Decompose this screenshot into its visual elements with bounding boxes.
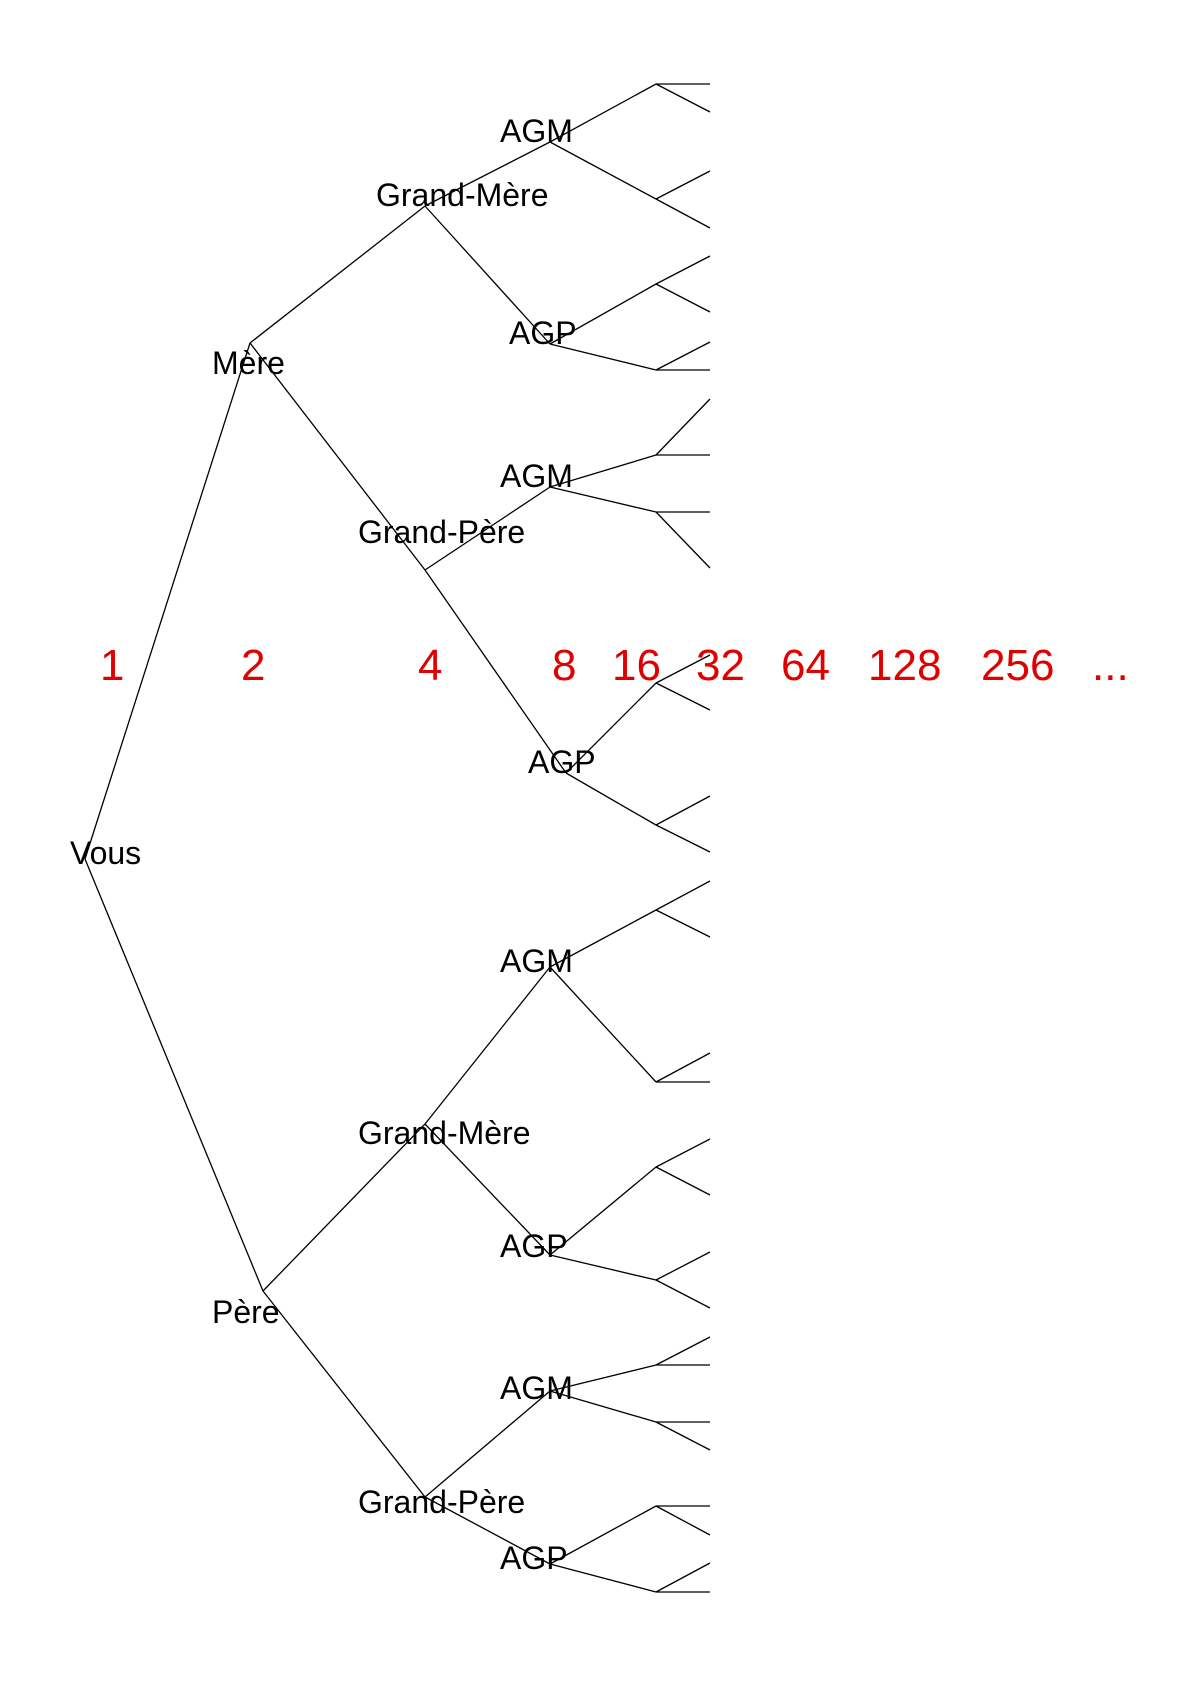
generation-count: 32: [696, 641, 745, 690]
tree-edge: [424, 569, 567, 774]
generation-count: 1: [100, 641, 124, 690]
tree-edge: [549, 966, 657, 1083]
node-great-grandparent: AGP: [509, 315, 577, 351]
generation-count: 128: [868, 641, 941, 690]
tree-edge: [655, 909, 711, 938]
tree-edge: [84, 342, 251, 860]
generation-count: 16: [612, 641, 661, 690]
node-maternal-grandmother: Grand-Mère: [376, 177, 549, 213]
tree-edge: [655, 682, 711, 711]
tree-edge: [549, 1254, 657, 1281]
generation-count: 64: [781, 641, 830, 690]
tree-edge: [424, 1390, 551, 1498]
tree-edge: [249, 342, 426, 571]
node-labels: Vous Mère Père Grand-Mère Grand-Père Gra…: [70, 113, 596, 1576]
generation-count: 4: [418, 641, 442, 690]
tree-edge: [549, 1390, 657, 1423]
tree-edge: [655, 1562, 711, 1593]
generation-count: 2: [241, 641, 265, 690]
tree-edge: [549, 1364, 657, 1392]
node-great-grandparent: AGP: [528, 744, 596, 780]
tree-edge: [549, 1166, 657, 1256]
tree-edge: [565, 682, 657, 774]
tree-edge: [655, 511, 711, 569]
tree-edge: [549, 141, 657, 200]
tree-edge: [655, 1336, 711, 1366]
tree-edge: [549, 1505, 657, 1565]
tree-edge: [424, 1496, 551, 1565]
tree-edge: [424, 205, 551, 345]
tree-edge: [655, 83, 711, 113]
generation-count: 256: [981, 641, 1054, 690]
node-great-grandparent: AGM: [500, 1370, 573, 1406]
node-great-grandparent: AGP: [500, 1540, 568, 1576]
tree-edge: [549, 343, 657, 371]
tree-edge: [262, 1290, 426, 1498]
tree-edge: [655, 1279, 711, 1309]
generation-count: ...: [1092, 641, 1129, 690]
tree-edges: [84, 83, 711, 1593]
generation-counts: 1 2 4 8 16 32 64 128 256 ...: [100, 641, 1129, 690]
tree-edge: [549, 486, 657, 513]
generation-count: 8: [552, 641, 576, 690]
tree-edge: [655, 1251, 711, 1281]
node-great-grandparent: AGP: [500, 1228, 568, 1264]
tree-edge: [655, 824, 711, 853]
node-you: Vous: [70, 835, 141, 871]
node-maternal-grandfather: Grand-Père: [358, 514, 525, 550]
node-great-grandparent: AGM: [500, 113, 573, 149]
tree-edge: [655, 1138, 711, 1168]
tree-edge: [565, 772, 657, 826]
tree-edge: [424, 141, 551, 207]
tree-edge: [655, 255, 711, 285]
node-mother: Mère: [212, 345, 285, 381]
tree-edge: [262, 1123, 426, 1292]
node-father: Père: [212, 1294, 280, 1330]
tree-edge: [655, 198, 711, 229]
node-great-grandparent: AGM: [500, 458, 573, 494]
node-great-grandparent: AGM: [500, 943, 573, 979]
tree-edge: [655, 341, 711, 371]
tree-edge: [249, 205, 426, 344]
tree-edge: [424, 486, 551, 571]
tree-edge: [655, 170, 711, 200]
node-paternal-grandfather: Grand-Père: [358, 1484, 525, 1520]
tree-edge: [655, 1421, 711, 1451]
tree-edge: [549, 283, 657, 345]
tree-edge: [549, 83, 657, 143]
tree-edge: [655, 398, 711, 456]
tree-edge: [655, 283, 711, 313]
tree-edge: [424, 1123, 551, 1256]
tree-edge: [655, 1052, 711, 1083]
tree-edge: [655, 795, 711, 826]
tree-edge: [549, 454, 657, 488]
tree-edge: [655, 880, 711, 911]
tree-edge: [549, 909, 657, 968]
tree-edge: [549, 1563, 657, 1593]
tree-edge: [655, 1505, 711, 1536]
tree-edge: [655, 1166, 711, 1196]
tree-edge: [655, 654, 711, 684]
node-paternal-grandmother: Grand-Mère: [358, 1115, 531, 1151]
tree-edge: [84, 858, 264, 1292]
tree-edge: [424, 966, 551, 1125]
